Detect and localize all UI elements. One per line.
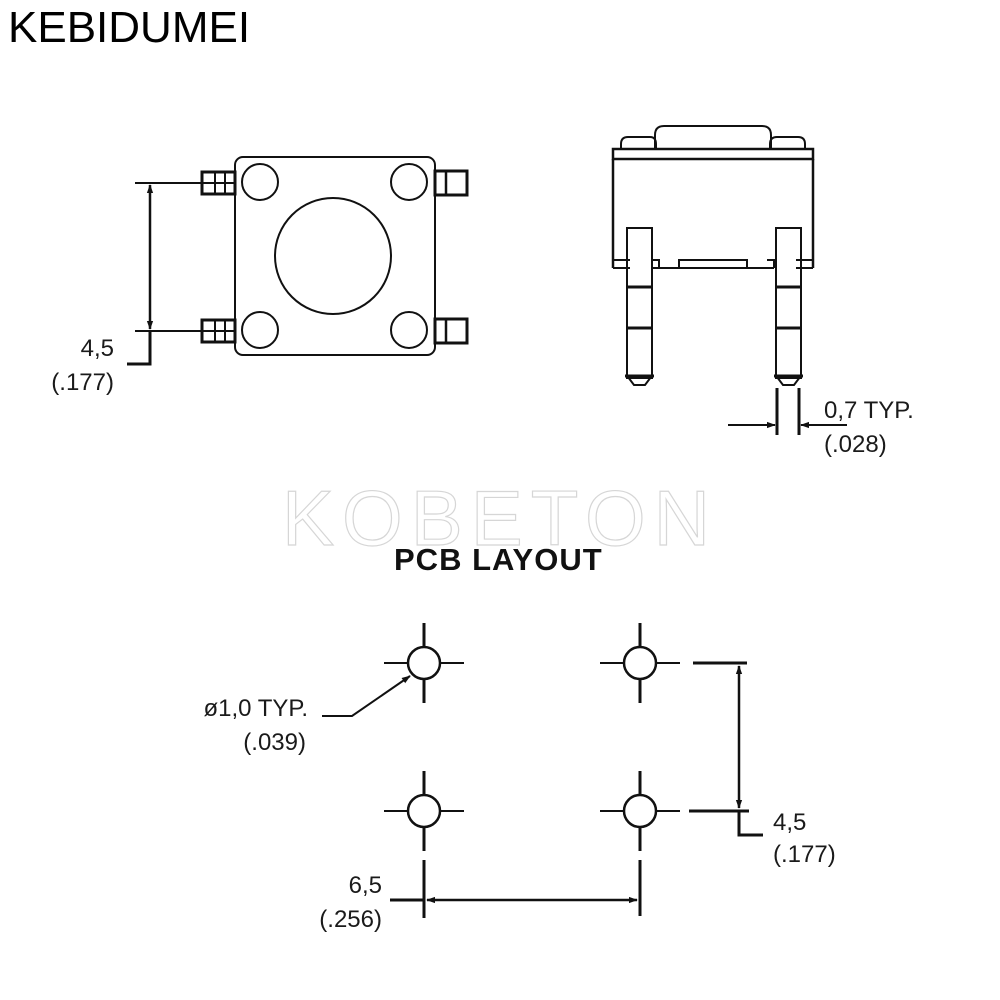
hole-diameter-leader: ø1,0 TYP. (.039) bbox=[203, 675, 411, 756]
pcb-hole bbox=[600, 771, 680, 851]
right-terminals bbox=[433, 169, 469, 345]
top-pitch-inch: (.177) bbox=[51, 369, 114, 396]
button-actuator-circle bbox=[274, 197, 392, 315]
pcb-horizontal-pitch-dimension: 6,5 (.256) bbox=[319, 860, 642, 933]
watermark-text: KOBETON bbox=[282, 474, 718, 562]
pcb-horizontal-pitch-inch: (.256) bbox=[319, 906, 382, 933]
pcb-vertical-pitch-dimension: 4,5 (.177) bbox=[689, 661, 836, 868]
top-pitch-mm: 4,5 bbox=[81, 335, 114, 362]
pcb-layout: ø1,0 TYP. (.039) 4,5 (.177) 6,5 (.256) bbox=[203, 623, 836, 933]
pcb-layout-title: PCB LAYOUT bbox=[394, 542, 603, 577]
right-lead bbox=[774, 227, 803, 386]
left-lead bbox=[625, 227, 654, 386]
pcb-hole bbox=[384, 771, 464, 851]
lead-width-mm: 0,7 TYP. bbox=[824, 397, 914, 424]
hole-diameter-mm: ø1,0 TYP. bbox=[203, 695, 308, 722]
top-view: 4,5 (.177) bbox=[51, 156, 469, 396]
pcb-vertical-pitch-inch: (.177) bbox=[773, 841, 836, 868]
hole-diameter-inch: (.039) bbox=[243, 729, 306, 756]
pcb-hole bbox=[600, 623, 680, 703]
top-view-pitch-dimension: 4,5 (.177) bbox=[51, 182, 202, 396]
left-terminals bbox=[200, 170, 237, 344]
side-view: 0,7 TYP. (.028) bbox=[611, 125, 914, 458]
pcb-horizontal-pitch-mm: 6,5 bbox=[349, 872, 382, 899]
lead-width-dimension: 0,7 TYP. (.028) bbox=[728, 388, 914, 458]
lead-width-inch: (.028) bbox=[824, 431, 887, 458]
pcb-hole bbox=[384, 623, 464, 703]
pcb-vertical-pitch-mm: 4,5 bbox=[773, 809, 806, 836]
brand-name: KEBIDUMEI bbox=[8, 3, 251, 52]
